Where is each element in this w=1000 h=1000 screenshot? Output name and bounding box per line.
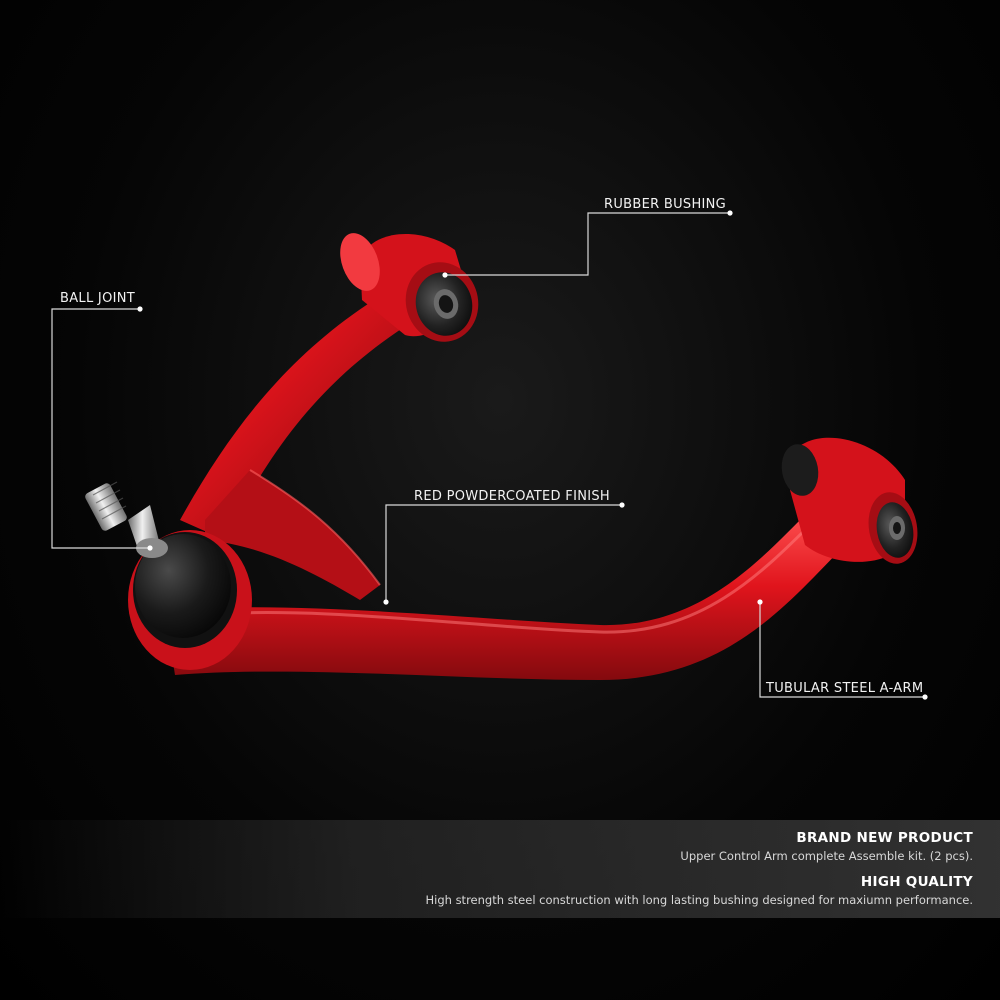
top-bushing	[340, 233, 479, 342]
callout-ball-joint: BALL JOINT	[60, 291, 135, 306]
info-brand-new-title: BRAND NEW PRODUCT	[796, 830, 973, 846]
gusset-plate	[205, 470, 380, 600]
info-high-quality-description: High strength steel construction with lo…	[425, 893, 973, 907]
info-high-quality-title: HIGH QUALITY	[860, 874, 973, 890]
callout-red-powdercoated-finish: RED POWDERCOATED FINISH	[414, 489, 610, 504]
info-brand-new: BRAND NEW PRODUCT Upper Control Arm comp…	[680, 830, 973, 863]
info-brand-new-description: Upper Control Arm complete Assemble kit.…	[680, 849, 973, 863]
callout-tubular-steel-a-arm: TUBULAR STEEL A-ARM	[766, 681, 924, 696]
upper-arm-tube	[180, 290, 415, 540]
callout-rubber-bushing: RUBBER BUSHING	[604, 197, 727, 212]
info-band: BRAND NEW PRODUCT Upper Control Arm comp…	[0, 820, 1000, 918]
lower-arm-tube	[165, 510, 850, 680]
rear-bushing	[781, 437, 918, 564]
info-high-quality: HIGH QUALITY High strength steel constru…	[425, 874, 973, 907]
